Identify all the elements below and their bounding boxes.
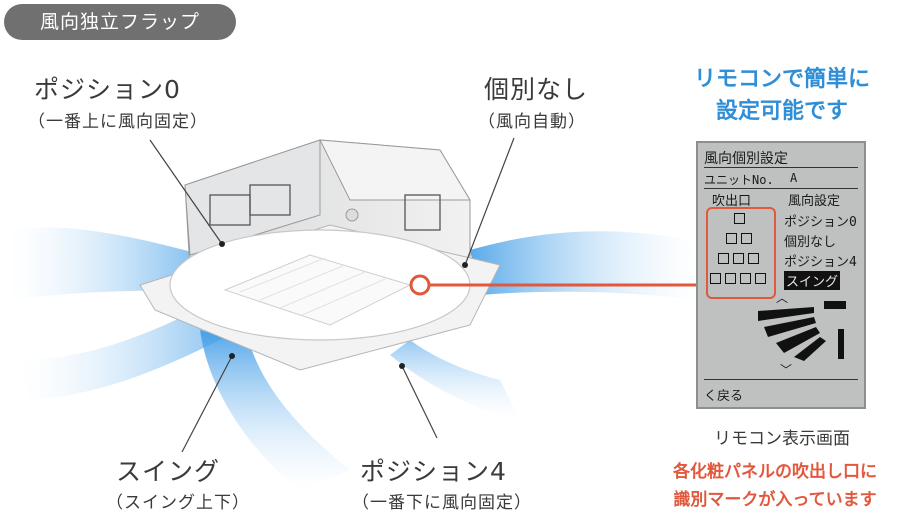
screen-option-individual-none[interactable]: 個別なし	[784, 235, 837, 250]
note-line1: 各化粧パネルの吹出し口に	[673, 462, 877, 482]
label-individual-none: 個別なし	[484, 75, 589, 104]
louver-direction-icon	[758, 301, 846, 361]
label-swing: スイング	[116, 457, 221, 486]
label-individual-none-sub: （風向自動）	[478, 112, 586, 132]
outlet-highlight-box	[706, 207, 776, 299]
remote-headline-line2: 設定可能です	[715, 99, 848, 124]
screen-col-direction: 風向設定	[788, 194, 841, 209]
screen-unit-value: A	[790, 171, 798, 185]
chevron-down-icon[interactable]: ﹀	[780, 363, 793, 377]
label-position0: ポジション0	[34, 75, 181, 104]
label-swing-sub: （スイング上下）	[106, 493, 250, 513]
screen-title: 風向個別設定	[704, 151, 788, 167]
airflow-bottom	[200, 330, 520, 490]
screen-option-position4[interactable]: ポジション4	[784, 255, 857, 270]
screen-back-button[interactable]: く戻る	[704, 389, 744, 404]
note-line2: 識別マークが入っています	[673, 490, 877, 510]
decorative-panel	[139, 208, 501, 371]
screen-col-outlet: 吹出口	[712, 194, 752, 209]
leader-line-none	[464, 137, 515, 266]
chevron-up-icon[interactable]: ︿	[776, 291, 789, 305]
remote-screen-caption: リモコン表示画面	[714, 429, 850, 449]
label-position4: ポジション4	[360, 457, 507, 486]
airflow-right	[470, 231, 700, 300]
section-title: 風向独立フラップ	[4, 4, 236, 40]
label-position0-sub: （一番上に風向固定）	[28, 112, 208, 132]
label-position4-sub: （一番下に風向固定）	[352, 493, 532, 513]
leader-line-pos0	[149, 139, 223, 245]
screen-option-position0[interactable]: ポジション0	[784, 215, 857, 230]
remote-headline-line1: リモコンで簡単に	[693, 67, 870, 92]
leader-line-swing	[181, 355, 233, 453]
screen-option-swing-selected[interactable]: スイング	[784, 271, 841, 290]
screen-unit-label: ユニットNo.	[704, 173, 774, 187]
leader-line-pos4	[401, 365, 438, 439]
remote-lcd-screen: 風向個別設定 ユニットNo. A 吹出口 風向設定 ポジション0 個別なし ポジ…	[696, 141, 866, 409]
